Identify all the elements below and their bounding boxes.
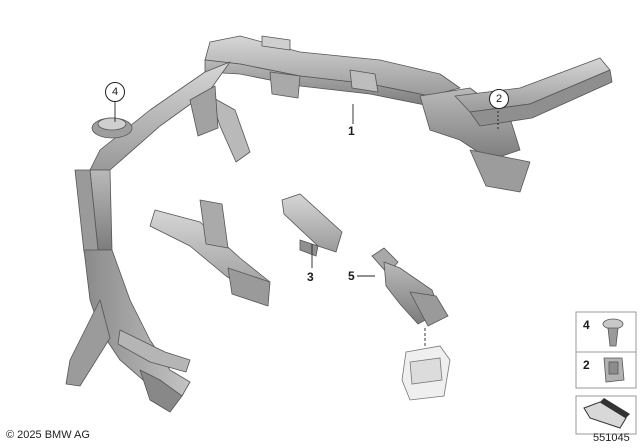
grommet-part xyxy=(401,345,451,401)
part-5-connector xyxy=(371,247,449,327)
legend-item-2-number: 2 xyxy=(583,358,590,372)
callout-part-5: 5 xyxy=(348,269,355,283)
callout-part-2: 2 xyxy=(489,89,509,109)
callout-part-1: 1 xyxy=(348,124,355,138)
nut-icon xyxy=(603,357,625,383)
diagram-id: 551045 xyxy=(593,432,630,444)
callout-part-4: 4 xyxy=(105,82,125,102)
arrow-icon xyxy=(583,398,630,429)
harness-bracket xyxy=(65,35,613,413)
screw-icon xyxy=(602,318,624,347)
callout-part-3: 3 xyxy=(307,270,314,284)
copyright-text: © 2025 BMW AG xyxy=(6,429,90,441)
leader-lines xyxy=(114,101,499,348)
legend-item-4-number: 4 xyxy=(583,318,590,332)
